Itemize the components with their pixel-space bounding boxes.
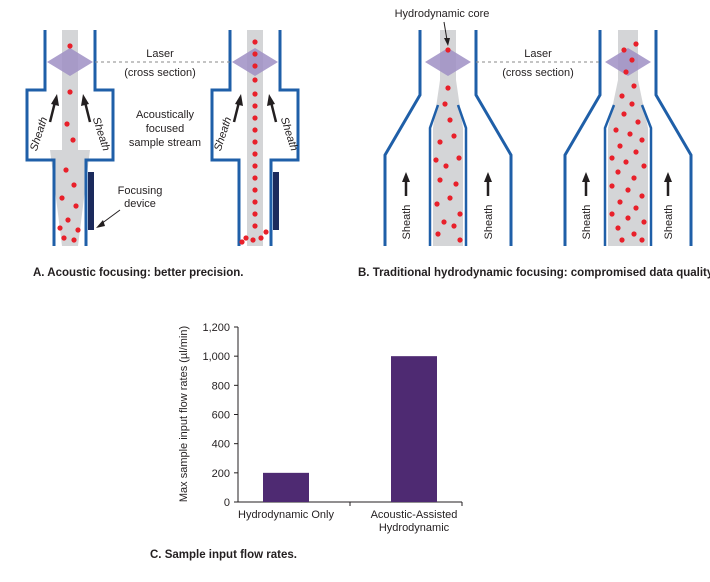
- laser-beam-icon: [605, 48, 651, 76]
- sheath-label: Sheath: [581, 205, 593, 240]
- inner-tube-left: [603, 104, 616, 246]
- sheath-arrow-icon: [48, 94, 59, 123]
- particles: [433, 47, 463, 243]
- y-tick-label: 1,200: [202, 322, 230, 334]
- y-tick-label: 400: [212, 439, 230, 451]
- channel-wall-left: [25, 30, 56, 246]
- y-axis-label: Max sample input flow rates (µl/min): [178, 326, 190, 502]
- caption-c: C. Sample input flow rates.: [150, 549, 297, 561]
- device-label: device: [124, 198, 156, 210]
- stream-label: focused: [146, 123, 185, 135]
- flow-rate-bar-chart: 0 200 400 600 800 1,000 1,200 Hydrodynamic Onl…: [178, 322, 463, 534]
- sample-stream: [247, 30, 263, 246]
- sheath-label: Sheath: [401, 205, 413, 240]
- focusing-device: [273, 172, 279, 230]
- core-label: Hydrodynamic core: [395, 8, 490, 20]
- hydrodynamic-device-left: Sheath Sheath: [383, 30, 513, 246]
- inner-tube-left: [428, 104, 440, 246]
- y-tick-label: 0: [224, 497, 230, 509]
- sample-core: [433, 80, 463, 246]
- stream-label: sample stream: [129, 137, 201, 149]
- particles: [609, 41, 647, 243]
- y-tick-label: 600: [212, 410, 230, 422]
- laser-label: Laser: [524, 48, 552, 60]
- caption-a: A. Acoustic focusing: better precision.: [33, 267, 243, 279]
- sheath-label: Sheath: [212, 116, 234, 153]
- focusing-device: [88, 172, 94, 230]
- laser-beam-icon: [425, 48, 471, 76]
- y-tick-label: 1,000: [202, 351, 230, 363]
- x-tick-labels: Hydrodynamic Only Acoustic-AssistedHydrod…: [238, 502, 463, 534]
- sheath-arrow-icon: [81, 94, 92, 123]
- particles: [239, 39, 269, 245]
- particles: [57, 43, 81, 243]
- laser-beam-icon: [47, 48, 93, 76]
- sheath-arrow-icon: [484, 172, 492, 196]
- laser-label: Laser: [146, 48, 174, 60]
- hydrodynamic-device-right: Sheath Sheath: [563, 30, 693, 246]
- sheath-label: Sheath: [28, 116, 50, 153]
- y-tick-label: 800: [212, 380, 230, 392]
- sheath-label: Sheath: [90, 116, 112, 153]
- bar: [391, 356, 437, 502]
- y-ticks: 0 200 400 600 800 1,000 1,200: [202, 322, 238, 509]
- y-tick-label: 200: [212, 468, 230, 480]
- channel-wall-right: [84, 30, 115, 246]
- channel-wall-left: [383, 30, 422, 246]
- sheath-funnel: [50, 150, 90, 246]
- sheath-arrow-icon: [402, 172, 410, 196]
- sheath-label: Sheath: [663, 205, 675, 240]
- caption-b: B. Traditional hydrodynamic focusing: co…: [358, 267, 710, 279]
- x-tick-label: Hydrodynamic: [379, 522, 450, 534]
- device-label: Focusing: [118, 185, 163, 197]
- x-tick-label: Acoustic-Assisted: [371, 509, 458, 521]
- channel-wall-right: [269, 30, 300, 246]
- laser-label-sub: (cross section): [502, 67, 574, 79]
- pointer-arrow-icon: [443, 21, 450, 46]
- bars: [263, 356, 437, 502]
- pointer-arrow-icon: [96, 209, 121, 228]
- laser-beam-icon: [232, 48, 278, 76]
- channel-wall-left: [210, 30, 241, 246]
- acoustic-device-left: Sheath Sheath: [25, 30, 115, 246]
- channel-wall-right: [654, 30, 693, 246]
- stream-label: Acoustically: [136, 109, 195, 121]
- acoustic-device-right: Sheath Sheath: [210, 30, 300, 246]
- sheath-arrow-icon: [582, 172, 590, 196]
- bar: [263, 472, 309, 502]
- sheath-arrow-icon: [232, 94, 243, 123]
- inner-tube-right: [456, 104, 468, 246]
- laser-label-sub: (cross section): [124, 67, 196, 79]
- sheath-arrow-icon: [267, 94, 278, 123]
- sheath-label: Sheath: [483, 205, 495, 240]
- channel-wall-left: [563, 30, 602, 246]
- x-tick-label: Hydrodynamic Only: [238, 509, 334, 521]
- sheath-arrow-icon: [664, 172, 672, 196]
- inner-tube-right: [640, 104, 653, 246]
